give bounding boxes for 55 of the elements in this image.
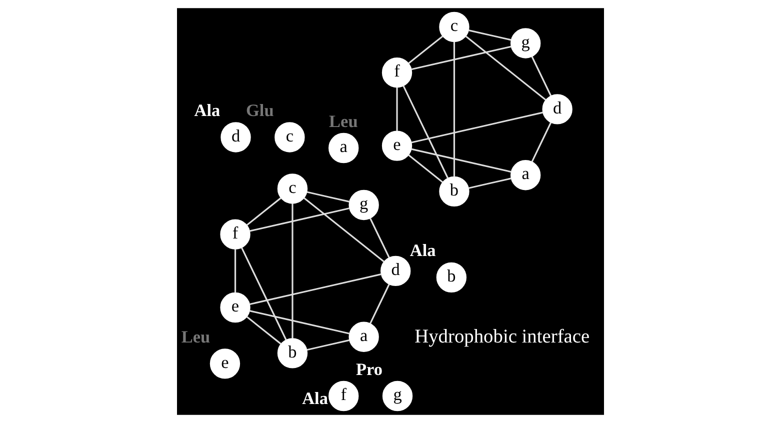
node-circle: c <box>277 174 308 204</box>
connector <box>531 122 552 162</box>
node-circle: e <box>210 348 240 379</box>
connector <box>411 112 544 144</box>
connector <box>306 191 350 202</box>
node-circle: f <box>382 58 412 88</box>
node-circle: b <box>436 262 467 292</box>
node-label: Leu <box>329 112 358 131</box>
node-label: Glu <box>246 100 274 120</box>
node-circle: g <box>382 380 413 412</box>
connector <box>468 30 512 41</box>
node-circle: d <box>380 256 411 286</box>
node-circle: d <box>220 122 251 152</box>
connector <box>453 42 456 177</box>
node-circle: a <box>510 160 541 190</box>
node-label: Leu <box>181 327 210 346</box>
node-circle: b <box>277 338 308 368</box>
label: Hydrophobic interface <box>414 326 590 348</box>
connector <box>234 249 236 293</box>
node-circle: d <box>542 94 572 124</box>
node-label: Ala <box>410 241 436 260</box>
connector <box>465 35 546 101</box>
node-circle: e <box>382 130 412 161</box>
connector <box>408 154 444 183</box>
connector <box>249 207 350 232</box>
connector <box>249 310 350 334</box>
connector <box>411 46 512 70</box>
connector <box>411 148 512 173</box>
connector <box>370 218 390 258</box>
node-circle: a <box>348 322 379 352</box>
connector <box>408 36 444 64</box>
connector <box>303 197 385 262</box>
connector <box>402 85 449 179</box>
node-label: Pro <box>356 360 383 379</box>
connector <box>246 197 282 226</box>
node-circle: f <box>220 219 250 250</box>
connector <box>396 87 398 131</box>
node-circle: g <box>510 28 541 58</box>
connector <box>468 178 512 189</box>
node-circle: c <box>439 12 470 42</box>
node-circle: g <box>348 190 379 220</box>
node-circle: f <box>328 380 359 412</box>
node-circle: a <box>328 132 359 164</box>
connector <box>250 273 382 306</box>
connector <box>370 284 390 324</box>
connector <box>240 247 287 340</box>
node-label: Ala <box>302 388 328 408</box>
node-circle: b <box>439 176 470 207</box>
node-circle: c <box>274 122 305 152</box>
connector <box>531 56 552 96</box>
node-circle: e <box>220 292 250 323</box>
connector <box>292 204 294 339</box>
connector <box>246 316 282 345</box>
connector <box>306 339 350 351</box>
node-label: Ala <box>194 100 220 120</box>
